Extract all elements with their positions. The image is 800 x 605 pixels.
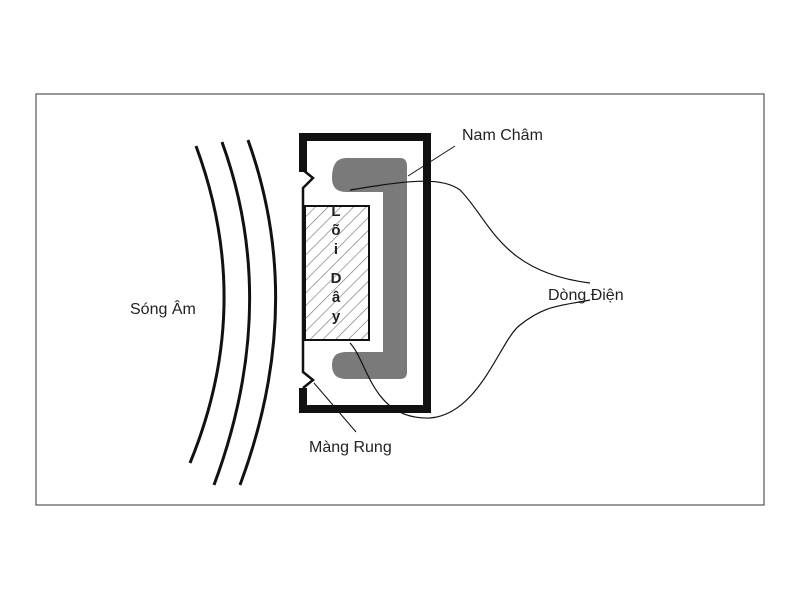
current-label: Dòng Điện bbox=[548, 287, 624, 304]
diaphragm bbox=[301, 169, 316, 389]
magnet bbox=[332, 158, 407, 379]
wire-lower bbox=[349, 299, 591, 419]
magnet-leader bbox=[407, 145, 456, 177]
sound-wave-arc-3 bbox=[238, 139, 278, 486]
sound-wave-arc-1 bbox=[188, 145, 226, 464]
wires bbox=[349, 180, 591, 419]
magnet-label: Nam Châm bbox=[462, 127, 543, 144]
diaphragm-label: Màng Rung bbox=[309, 439, 392, 456]
diaphragm-leader bbox=[313, 382, 357, 433]
wire-upper bbox=[349, 180, 591, 284]
sound-wave-arc-2 bbox=[212, 141, 252, 486]
sound-waves bbox=[188, 139, 278, 486]
sound-wave-label: Sóng Âm bbox=[130, 299, 196, 318]
housing-frame bbox=[299, 133, 431, 413]
coil-core bbox=[304, 205, 370, 341]
leader-lines bbox=[313, 145, 456, 433]
